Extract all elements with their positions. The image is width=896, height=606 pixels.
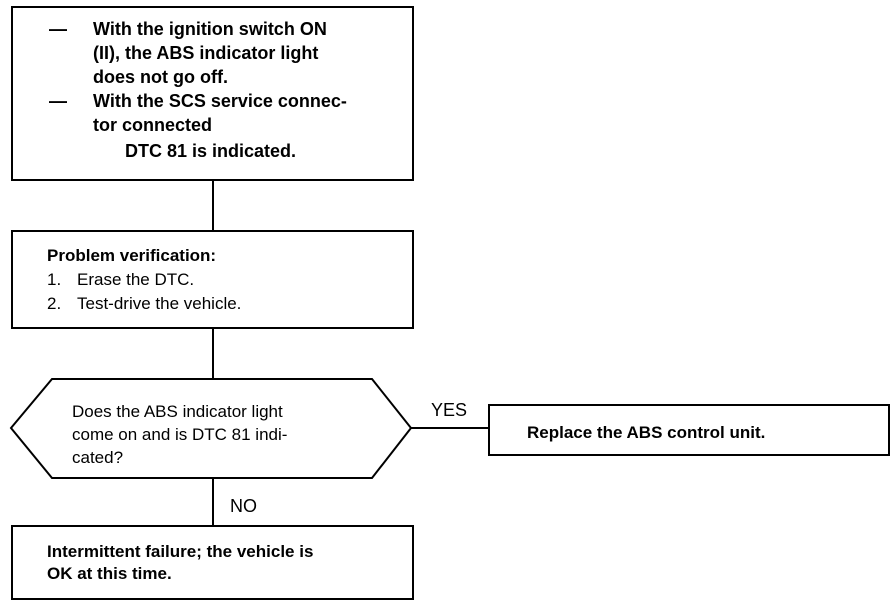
start-box: — With the ignition switch ON (II), the … [11,6,414,181]
verification-step: 2. Test-drive the vehicle. [47,292,412,316]
step-number: 2. [47,294,62,313]
no-action-box: Intermittent failure; the vehicle is OK … [11,525,414,600]
bullet2-line2: tor connected [93,115,213,135]
start-result: DTC 81 is indicated. [125,141,297,161]
yes-action-text: Replace the ABS control unit. [527,423,766,442]
verification-box: Problem verification: 1. Erase the DTC. 2… [11,230,414,329]
bullet1-line2: (II), the ABS indicator light [93,43,319,63]
bullet-dash: — [49,91,67,111]
no-action-line: OK at this time. [47,564,172,583]
no-label: NO [230,496,257,516]
no-action-line: Intermittent failure; the vehicle is [47,542,314,561]
yes-label: YES [431,400,468,420]
decision-hexagon [9,378,413,479]
yes-action-box: Replace the ABS control unit. [488,404,890,456]
step-text: Erase the DTC. [77,270,195,289]
step-number: 1. [47,270,62,289]
verification-step: 1. Erase the DTC. [47,268,412,292]
decision-line: cated? [72,448,124,467]
decision-line: Does the ABS indicator light [72,402,283,421]
step-text: Test-drive the vehicle. [77,294,242,313]
verification-title: Problem verification: [47,246,217,265]
bullet1-line1: With the ignition switch ON [93,19,327,39]
decision-line: come on and is DTC 81 indi- [72,425,288,444]
bullet2-line1: With the SCS service connec- [93,91,347,111]
decision-question: Does the ABS indicator light come on and… [72,400,287,469]
bullet-dash: — [49,19,67,39]
bullet1-line3: does not go off. [93,67,228,87]
